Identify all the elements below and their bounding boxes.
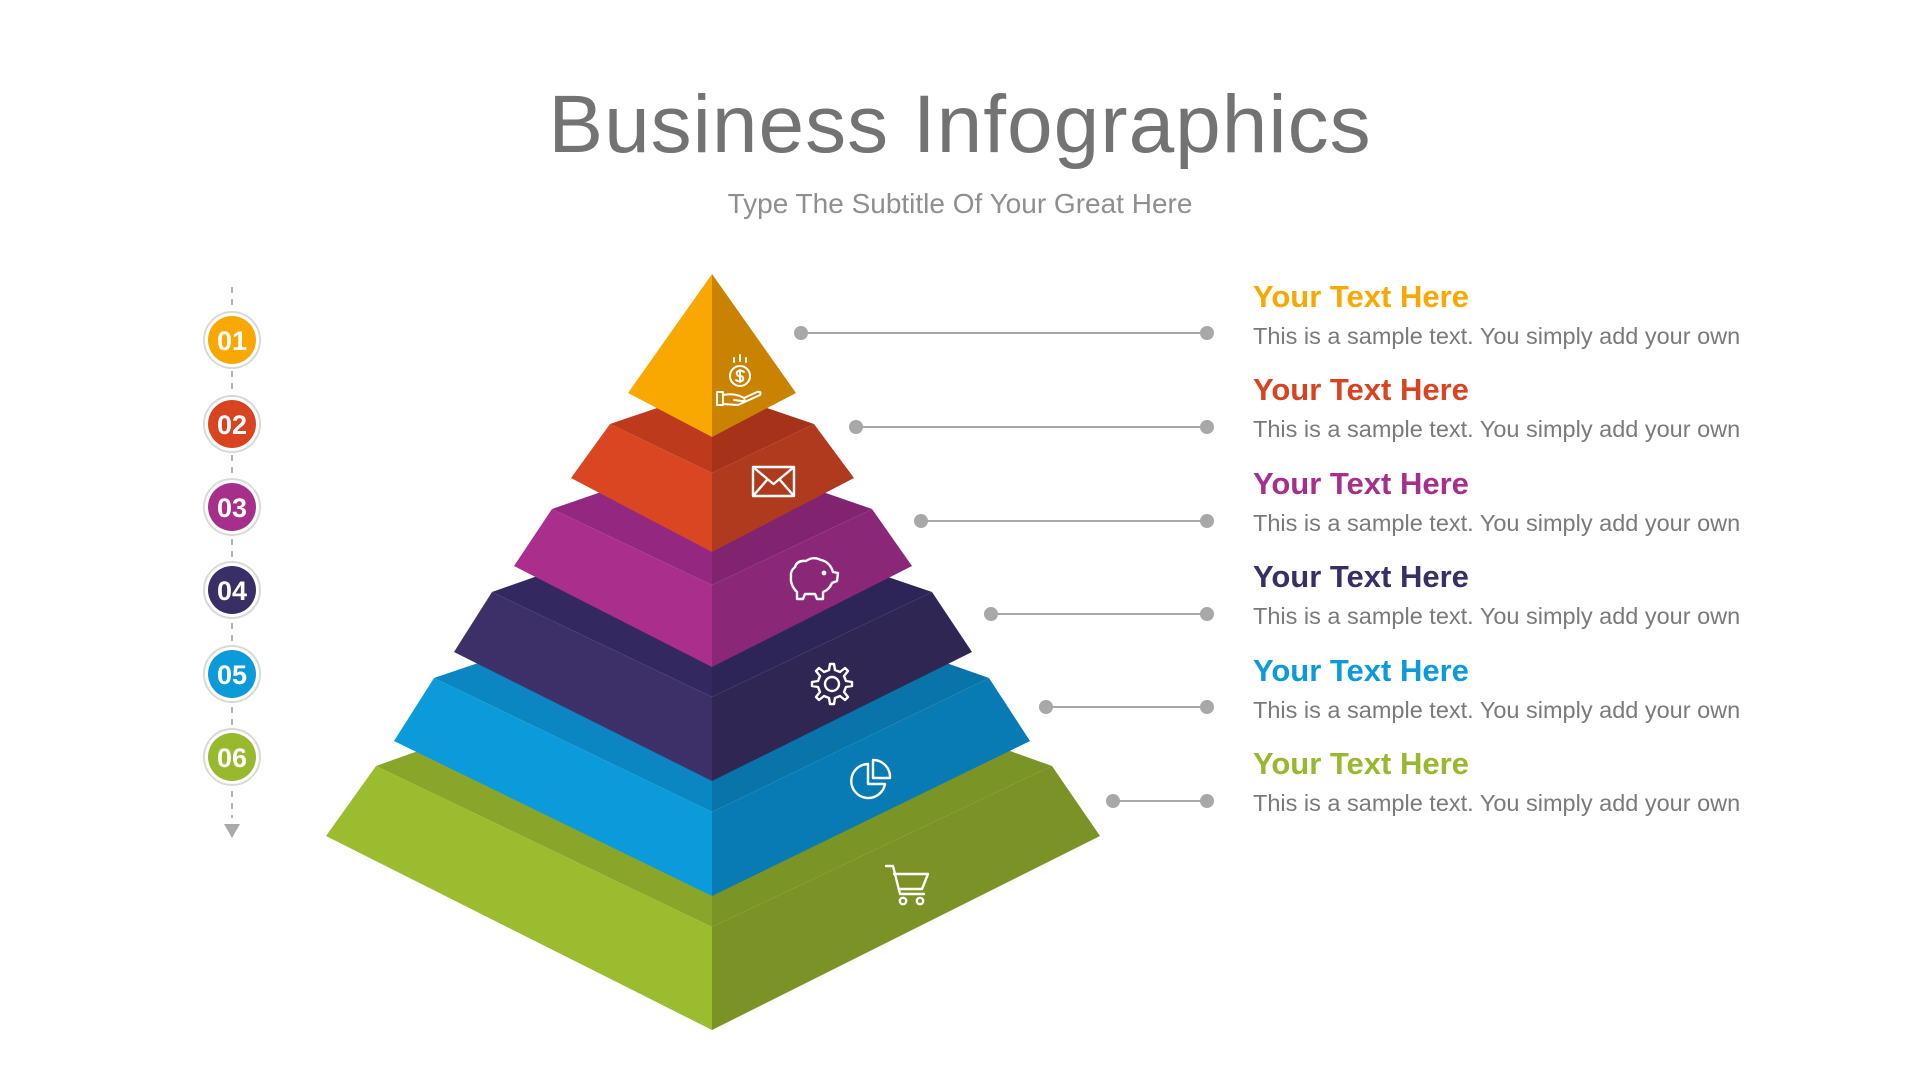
pyramid: [326, 274, 1100, 1030]
item-description: This is a sample text. You simply add yo…: [1253, 603, 1740, 629]
level-badge-5: 05: [203, 645, 261, 703]
pyramid-level-4: [454, 573, 972, 781]
pyramid-level-5: [394, 659, 1030, 896]
badge-number: 02: [217, 410, 247, 440]
level-badge-4: 04: [203, 561, 261, 619]
connector-3: [914, 514, 1214, 528]
text-item-1: Your Text Here This is a sample text. Yo…: [1253, 279, 1740, 349]
page-subtitle: Type The Subtitle Of Your Great Here: [727, 188, 1193, 219]
connector-4: [984, 607, 1214, 621]
text-item-2: Your Text Here This is a sample text. Yo…: [1253, 372, 1740, 442]
item-description: This is a sample text. You simply add yo…: [1253, 697, 1740, 723]
pie-chart-icon: [850, 758, 892, 800]
connector-lines: [794, 326, 1214, 808]
gear-icon: [810, 662, 854, 706]
badge-number: 03: [217, 493, 247, 523]
badge-number: 01: [217, 326, 247, 356]
level-badge-2: 02: [203, 395, 261, 453]
text-item-4: Your Text Here This is a sample text. Yo…: [1253, 559, 1740, 629]
badge-number: 04: [217, 576, 247, 606]
piggy-bank-icon: [789, 557, 840, 601]
text-item-5: Your Text Here This is a sample text. Yo…: [1253, 653, 1740, 723]
badge-number: 05: [217, 660, 247, 690]
item-heading: Your Text Here: [1253, 653, 1469, 688]
connector-6: [1106, 794, 1214, 808]
pyramid-level-1: [628, 274, 796, 437]
page-title: Business Infographics: [548, 79, 1372, 170]
level-badge-1: 01: [203, 311, 261, 369]
timeline-arrow-icon: [224, 824, 240, 838]
level-badge-3: 03: [203, 478, 261, 536]
badge-number: 06: [217, 743, 247, 773]
item-heading: Your Text Here: [1253, 746, 1469, 781]
item-description: This is a sample text. You simply add yo…: [1253, 323, 1740, 349]
item-description: This is a sample text. You simply add yo…: [1253, 416, 1740, 442]
item-description: This is a sample text. You simply add yo…: [1253, 790, 1740, 816]
text-items: Your Text Here This is a sample text. Yo…: [1253, 279, 1740, 816]
envelope-icon: [751, 465, 796, 498]
connector-5: [1039, 700, 1214, 714]
pyramid-level-3: [514, 491, 912, 667]
money-hand-icon: [716, 354, 762, 406]
item-heading: Your Text Here: [1253, 466, 1469, 501]
item-heading: Your Text Here: [1253, 279, 1469, 314]
number-timeline: 01 02 03 04 05 06: [203, 287, 261, 838]
text-item-3: Your Text Here This is a sample text. Yo…: [1253, 466, 1740, 536]
shopping-cart-icon: [884, 864, 930, 906]
item-heading: Your Text Here: [1253, 559, 1469, 594]
item-description: This is a sample text. You simply add yo…: [1253, 510, 1740, 536]
connector-1: [794, 326, 1214, 340]
connector-2: [849, 420, 1214, 434]
item-heading: Your Text Here: [1253, 372, 1469, 407]
text-item-6: Your Text Here This is a sample text. Yo…: [1253, 746, 1740, 816]
level-badge-6: 06: [203, 728, 261, 786]
